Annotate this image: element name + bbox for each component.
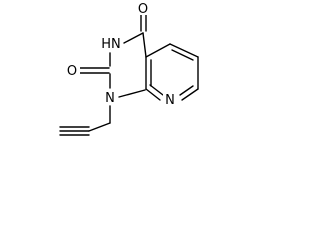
bond-n8-c8a-inner — [149, 84, 164, 96]
bond-n1-c8a — [118, 89, 146, 98]
atom-nh-bg — [99, 35, 123, 51]
molecule-structure-diagram: O HN O N N — [59, 1, 199, 136]
bond-c4-n3 — [123, 32, 144, 44]
bond-c7-c8 — [181, 88, 199, 101]
bond-c5-c6-inner — [171, 49, 194, 61]
bond-n8-c8a — [145, 88, 161, 101]
atom-n1-bg — [103, 90, 117, 105]
bond-c4a-c5 — [145, 43, 171, 58]
atom-n8: N — [165, 93, 175, 108]
bond-c7-c8-inner — [179, 85, 194, 96]
bond-c4a-c4 — [142, 32, 147, 58]
bond-lines — [59, 13, 199, 136]
bond-ch2-c — [88, 122, 111, 132]
atom-o-left-bg — [66, 63, 80, 78]
atom-o-top: O — [138, 2, 148, 17]
bond-c5-c6 — [169, 43, 199, 58]
atom-o-top-bg — [136, 1, 150, 15]
atom-n1: N — [105, 91, 115, 106]
atom-nh: HN — [101, 37, 121, 52]
atom-labels: O HN O N N — [66, 1, 177, 108]
atom-o-left: O — [67, 64, 77, 79]
atom-n8-bg — [163, 92, 177, 107]
